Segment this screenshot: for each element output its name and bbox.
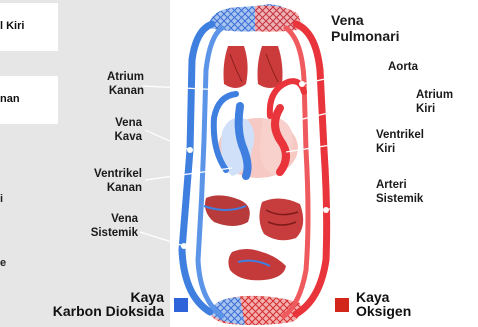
legend-red-label: Kaya Oksigen: [356, 290, 411, 318]
label-atrium-kanan-line1: Atrium: [82, 70, 144, 84]
label-arteri-sistemik: Arteri Sistemik: [376, 178, 423, 206]
label-ventrikel-kiri-line2: Kiri: [376, 142, 424, 156]
legend-red-swatch: [335, 298, 349, 312]
label-atrium-kanan: Atrium Kanan: [82, 70, 144, 98]
lungs: [224, 46, 283, 88]
label-ventrikel-kanan-line2: Kanan: [66, 181, 142, 195]
legend-blue-swatch: [174, 298, 188, 312]
abdominal-organs: [204, 195, 303, 240]
red-inner-vessel: [284, 28, 308, 316]
label-vena-kava: Vena Kava: [88, 116, 142, 144]
legend-blue-line1: Kaya: [24, 290, 164, 304]
label-ventrikel-kanan-line1: Ventrikel: [66, 167, 142, 181]
label-ventrikel-kanan: Ventrikel Kanan: [66, 167, 142, 195]
legend-red-line1: Kaya: [356, 290, 411, 304]
label-ventrikel-kiri-line1: Ventrikel: [376, 128, 424, 142]
label-atrium-kiri-line2: Kiri: [416, 102, 453, 116]
legend-blue-label: Kaya Karbon Dioksida: [24, 290, 164, 318]
label-atrium-kiri: Atrium Kiri: [416, 88, 453, 116]
label-ventrikel-kiri: Ventrikel Kiri: [376, 128, 424, 156]
label-aorta-text: Aorta: [388, 60, 418, 74]
label-arteri-sistemik-line2: Sistemik: [376, 192, 423, 206]
legend-red-line2: Oksigen: [356, 304, 411, 318]
label-atrium-kiri-line1: Atrium: [416, 88, 453, 102]
label-aorta: Aorta: [388, 60, 418, 74]
label-arteri-sistemik-line1: Arteri: [376, 178, 423, 192]
label-vena-sistemik-line2: Sistemik: [62, 226, 138, 240]
label-atrium-kanan-line2: Kanan: [82, 84, 144, 98]
label-vena-pulmonari: Vena Pulmonari: [331, 12, 399, 44]
label-vena-pulmonari-line1: Vena: [331, 12, 399, 28]
label-vena-sistemik-line1: Vena: [62, 212, 138, 226]
label-vena-kava-line2: Kava: [88, 130, 142, 144]
lower-organ: [228, 249, 286, 280]
label-vena-kava-line1: Vena: [88, 116, 142, 130]
label-vena-pulmonari-line2: Pulmonari: [331, 28, 399, 44]
label-vena-sistemik: Vena Sistemik: [62, 212, 138, 240]
heart: [218, 106, 298, 178]
legend-blue-line2: Karbon Dioksida: [24, 304, 164, 318]
